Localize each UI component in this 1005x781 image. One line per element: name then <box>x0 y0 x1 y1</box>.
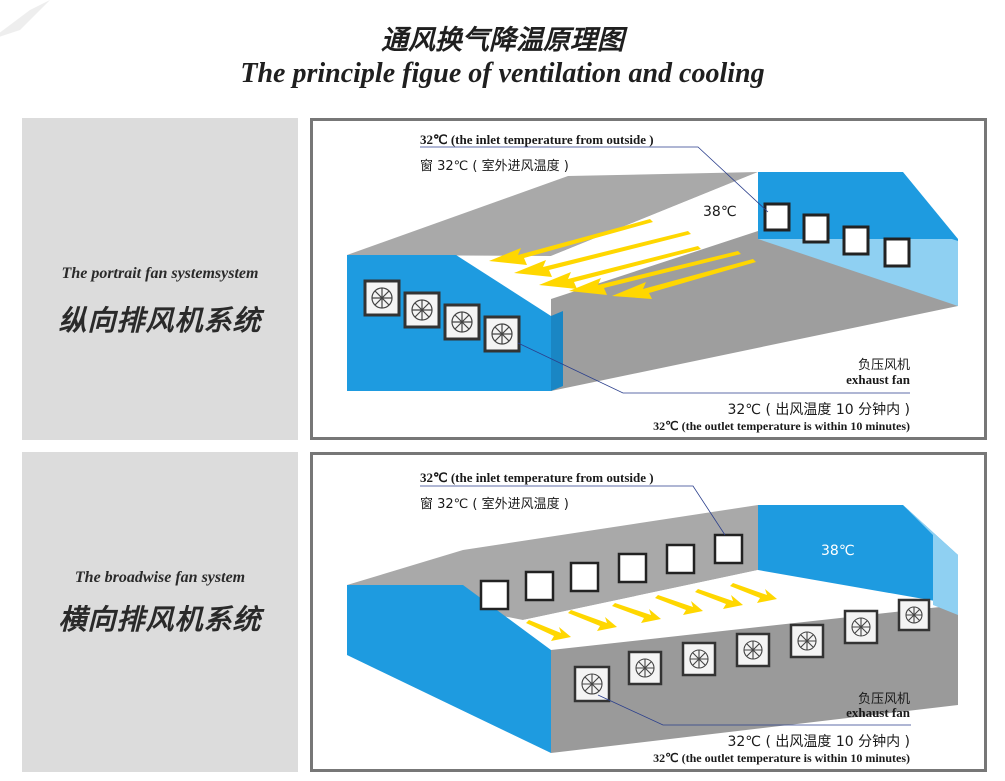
portrait-house-drawing <box>347 146 958 394</box>
system-2-label-panel: The broadwise fan system 横向排风机系统 <box>22 452 298 772</box>
system-2-inlet-label-cn: 窗 32℃ ( 室外进风温度 ) <box>420 497 569 512</box>
floor <box>551 172 758 299</box>
system-1-outlet-label-en: 32℃ (the outlet temperature is within 10… <box>653 419 910 433</box>
system-1-fan-label-en: exhaust fan <box>846 372 910 387</box>
leader-lines <box>420 485 911 726</box>
system-1-name-en: The portrait fan systemsystem <box>61 265 259 282</box>
system-2-fan-label-cn: 负压风机 <box>857 692 910 707</box>
system-1-fan-label-cn: 负压风机 <box>857 358 910 373</box>
system-1-name-cn: 纵向排风机系统 <box>58 304 262 337</box>
system-1-inside-temp: 38℃ <box>703 204 737 220</box>
title-english: The principle figue of ventilation and c… <box>240 58 765 89</box>
system-2-inside-temp: 38℃ <box>821 543 855 559</box>
exhaust-fans <box>573 598 931 703</box>
fan-blades <box>581 606 923 695</box>
end-wall-left <box>347 585 551 753</box>
system-2-inlet-label-en: 32℃ (the inlet temperature from outside … <box>420 470 654 485</box>
roof <box>347 172 758 256</box>
inlet-windows <box>763 202 911 268</box>
system-2-diagram: 32℃ (the inlet temperature from outside … <box>310 452 987 772</box>
airflow-arrows <box>489 219 756 299</box>
end-wall-right <box>758 505 958 605</box>
system-2-name-en: The broadwise fan system <box>74 569 246 586</box>
system-2-outlet-label-en: 32℃ (the outlet temperature is within 10… <box>653 751 910 765</box>
leader-lines <box>420 146 910 394</box>
floor <box>523 570 958 650</box>
system-2-name-cn: 横向排风机系统 <box>58 603 262 636</box>
broadwise-house-drawing <box>347 485 958 753</box>
title-chinese: 通风换气降温原理图 <box>381 25 624 56</box>
system-2-fan-label-en: exhaust fan <box>846 705 910 720</box>
watermark-mark <box>0 0 50 37</box>
system-1-diagram: 32℃ (the inlet temperature from outside … <box>310 118 987 440</box>
system-1-inlet-label-cn: 窗 32℃ ( 室外进风温度 ) <box>420 159 569 174</box>
fan-blades <box>371 287 513 345</box>
system-1-label-panel: The portrait fan systemsystem 纵向排风机系统 <box>22 118 298 440</box>
airflow-arrows <box>526 583 777 641</box>
system-2-outlet-label-cn: 32℃ ( 出风温度 10 分钟内 ) <box>727 734 910 750</box>
system-1-outlet-label-cn: 32℃ ( 出风温度 10 分钟内 ) <box>727 402 910 418</box>
system-1-inlet-label-en: 32℃ (the inlet temperature from outside … <box>420 132 654 147</box>
inlet-windows <box>479 533 744 611</box>
